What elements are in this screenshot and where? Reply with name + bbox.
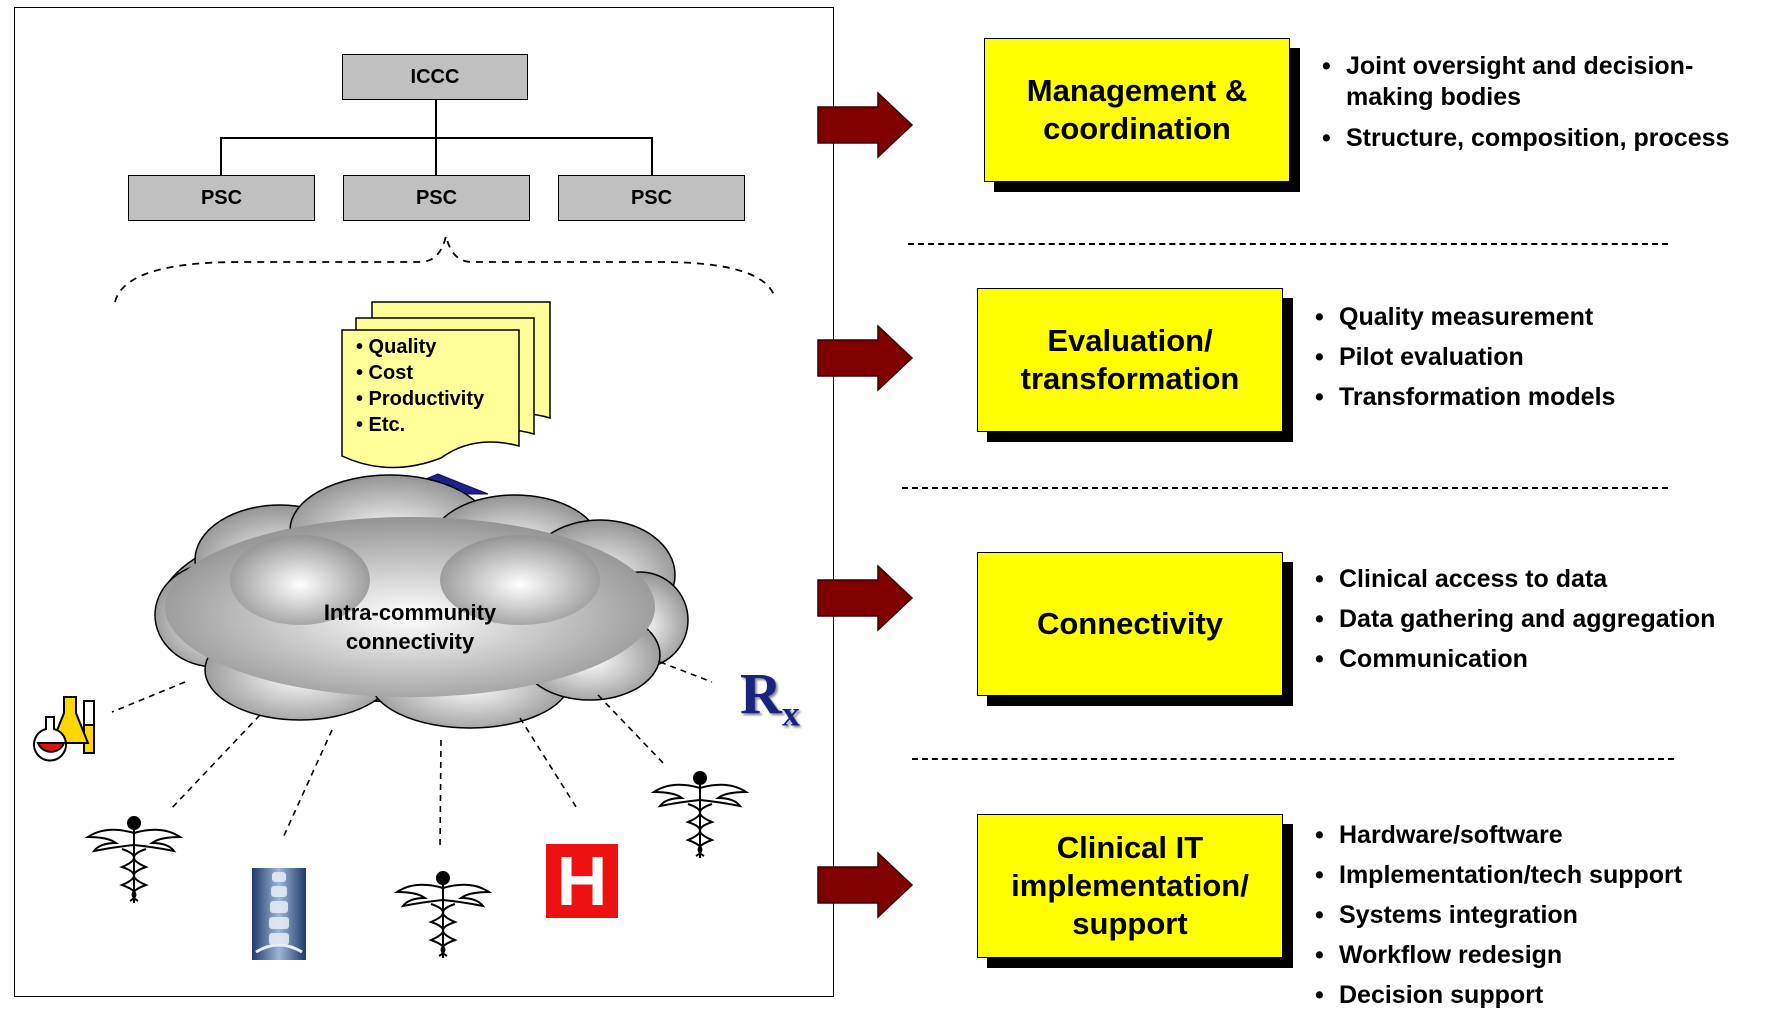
doc-item: • Quality <box>356 336 437 358</box>
caduceus-icon <box>393 871 493 958</box>
left-panel <box>14 7 834 997</box>
caduceus-icon <box>84 816 184 903</box>
bullets-management: Joint oversight and decision-making bodi… <box>1322 47 1762 158</box>
doc-item: • Etc. <box>356 414 406 436</box>
section-box-management: Management & coordination <box>984 38 1290 182</box>
cloud-label-line: connectivity <box>345 629 475 654</box>
bullets-evaluation: Quality measurement Pilot evaluation Tra… <box>1315 297 1615 417</box>
org-box-iccc: ICCC <box>342 54 528 100</box>
bullet-item: Joint oversight and decision-making bodi… <box>1322 47 1762 118</box>
section-divider <box>902 487 1668 489</box>
section-box-evaluation: Evaluation/ transformation <box>977 288 1283 432</box>
xray-icon <box>252 868 306 960</box>
red-right-arrow <box>817 851 914 919</box>
bullet-item: Implementation/tech support <box>1315 855 1682 895</box>
section-box-clinical-it: Clinical IT implementation/ support <box>977 814 1283 958</box>
bullet-item: Pilot evaluation <box>1315 337 1615 377</box>
bullet-item: Transformation models <box>1315 377 1615 417</box>
org-box-psc-1: PSC <box>128 175 315 221</box>
bullet-item: Clinical access to data <box>1315 559 1715 599</box>
section-box-connectivity: Connectivity <box>977 552 1283 696</box>
cloud-label-line: Intra-community <box>323 600 497 625</box>
org-connector <box>435 137 437 175</box>
hospital-letter: H <box>556 842 608 920</box>
org-connector <box>220 137 222 175</box>
caduceus-icon <box>650 771 750 858</box>
bullet-item: Structure, composition, process <box>1322 118 1762 158</box>
red-right-arrow <box>817 564 914 632</box>
lab-flask-icon <box>33 696 95 762</box>
org-box-psc-3: PSC <box>558 175 745 221</box>
section-divider <box>912 758 1674 760</box>
rx-letter: R <box>740 661 782 726</box>
bullet-item: Quality measurement <box>1315 297 1615 337</box>
rx-subscript: x <box>781 693 800 734</box>
bullet-item: Workflow redesign <box>1315 935 1682 975</box>
rx-icon: Rx <box>740 660 800 735</box>
bullet-item: Communication <box>1315 639 1715 679</box>
red-right-arrow <box>817 324 914 392</box>
org-box-psc-2: PSC <box>343 175 530 221</box>
bullets-connectivity: Clinical access to data Data gathering a… <box>1315 559 1715 679</box>
org-connector <box>435 100 437 138</box>
document-list: • Quality • Cost • Productivity • Etc. <box>356 334 484 438</box>
red-right-arrow <box>817 91 914 159</box>
section-divider <box>908 243 1668 245</box>
bullet-item: Decision support <box>1315 975 1682 1015</box>
cloud-label: Intra-community connectivity <box>300 598 520 656</box>
bullets-clinical-it: Hardware/software Implementation/tech su… <box>1315 815 1682 1015</box>
bullet-item: Data gathering and aggregation <box>1315 599 1715 639</box>
bullet-item: Hardware/software <box>1315 815 1682 855</box>
org-connector <box>651 137 653 175</box>
doc-item: • Productivity <box>356 388 485 410</box>
doc-item: • Cost <box>356 362 414 384</box>
bullet-item: Systems integration <box>1315 895 1682 935</box>
hospital-icon: H <box>546 844 618 918</box>
